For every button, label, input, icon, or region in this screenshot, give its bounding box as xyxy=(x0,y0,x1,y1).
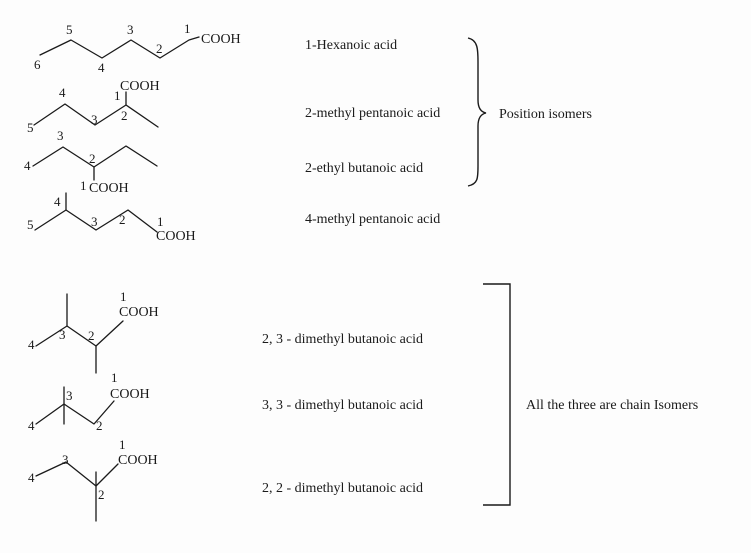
structure-2-2-dimethyl-butanoic-acid: 4 3 2 1 COOH xyxy=(28,437,158,522)
carbon-5-number: 5 xyxy=(27,120,34,135)
carbon-3-number: 3 xyxy=(62,452,69,467)
hexanoic-chain xyxy=(39,36,200,59)
carboxyl-group: COOH xyxy=(89,181,129,196)
structure-4-methyl-pentanoic-acid: 5 4 3 2 1 COOH xyxy=(27,192,196,244)
carboxyl-group: COOH xyxy=(120,79,160,94)
structure-2-3-dimethyl-butanoic-acid: 4 3 2 1 COOH xyxy=(28,289,159,374)
carbon-6-number: 6 xyxy=(34,57,41,72)
carboxyl-group: COOH xyxy=(119,305,159,320)
carbon-4-number: 4 xyxy=(28,470,35,485)
carbon-4-number: 4 xyxy=(24,158,31,173)
main-chain xyxy=(35,461,119,487)
carbon-4-number: 4 xyxy=(28,418,35,433)
carbon-1-number: 1 xyxy=(119,437,126,452)
carboxyl-group: COOH xyxy=(156,229,196,244)
carboxyl-group: COOH xyxy=(201,32,241,47)
structure-2-ethyl-butanoic-acid: 4 3 2 1 COOH xyxy=(24,128,158,196)
structure-2-methyl-pentanoic-acid: 5 4 3 2 1 COOH xyxy=(27,79,160,135)
name-3-3-dimethyl-butanoic-acid: 3, 3 - dimethyl butanoic acid xyxy=(262,398,423,413)
name-2-3-dimethyl-butanoic-acid: 2, 3 - dimethyl butanoic acid xyxy=(262,332,423,347)
carbon-2-number: 2 xyxy=(88,328,95,343)
carbon-2-number: 2 xyxy=(98,487,105,502)
name-2-methyl-pentanoic-acid: 2-methyl pentanoic acid xyxy=(305,106,440,121)
chain-isomers-bracket xyxy=(483,283,511,506)
position-isomers-label: Position isomers xyxy=(499,107,592,122)
carbon-3-number: 3 xyxy=(66,388,73,403)
carbon-2-number: 2 xyxy=(119,212,126,227)
carbon-5-number: 5 xyxy=(66,22,73,37)
name-2-ethyl-butanoic-acid: 2-ethyl butanoic acid xyxy=(305,161,423,176)
structure-3-3-dimethyl-butanoic-acid: 4 3 2 1 COOH xyxy=(28,370,150,433)
carbon-3-number: 3 xyxy=(59,327,66,342)
main-chain xyxy=(34,209,158,233)
carbon-4-number: 4 xyxy=(98,60,105,75)
main-chain xyxy=(35,320,124,347)
position-isomers-brace xyxy=(467,37,487,187)
carbon-4-number: 4 xyxy=(59,85,66,100)
carbon-4-number: 4 xyxy=(28,337,35,352)
carbon-1-number: 1 xyxy=(184,21,191,36)
carbon-4-number: 4 xyxy=(54,194,61,209)
carbon-1-number: 1 xyxy=(120,289,127,304)
carbon-1-number: 1 xyxy=(111,370,118,385)
name-1-hexanoic-acid: 1-Hexanoic acid xyxy=(305,38,397,53)
main-chain xyxy=(35,400,115,425)
carboxyl-group: COOH xyxy=(118,453,158,468)
carbon-2-number: 2 xyxy=(89,151,96,166)
chain-isomers-label: All the three are chain Isomers xyxy=(526,398,698,413)
carbon-3-number: 3 xyxy=(91,214,98,229)
carbon-3-number: 3 xyxy=(127,22,134,37)
carbon-1-number: 1 xyxy=(114,88,121,103)
structure-hexanoic-acid: 6 5 4 3 2 1 COOH xyxy=(34,21,241,75)
name-2-2-dimethyl-butanoic-acid: 2, 2 - dimethyl butanoic acid xyxy=(262,481,423,496)
carbon-2-number: 2 xyxy=(156,41,163,56)
main-chain xyxy=(33,103,159,128)
name-4-methyl-pentanoic-acid: 4-methyl pentanoic acid xyxy=(305,212,440,227)
carbon-3-number: 3 xyxy=(91,112,98,127)
carbon-1-number: 1 xyxy=(157,214,164,229)
carbon-1-number: 1 xyxy=(80,178,87,193)
carbon-5-number: 5 xyxy=(27,217,34,232)
carbon-3-number: 3 xyxy=(57,128,64,143)
carbon-2-number: 2 xyxy=(121,108,128,123)
carbon-2-number: 2 xyxy=(96,418,103,433)
carboxyl-group: COOH xyxy=(110,387,150,402)
